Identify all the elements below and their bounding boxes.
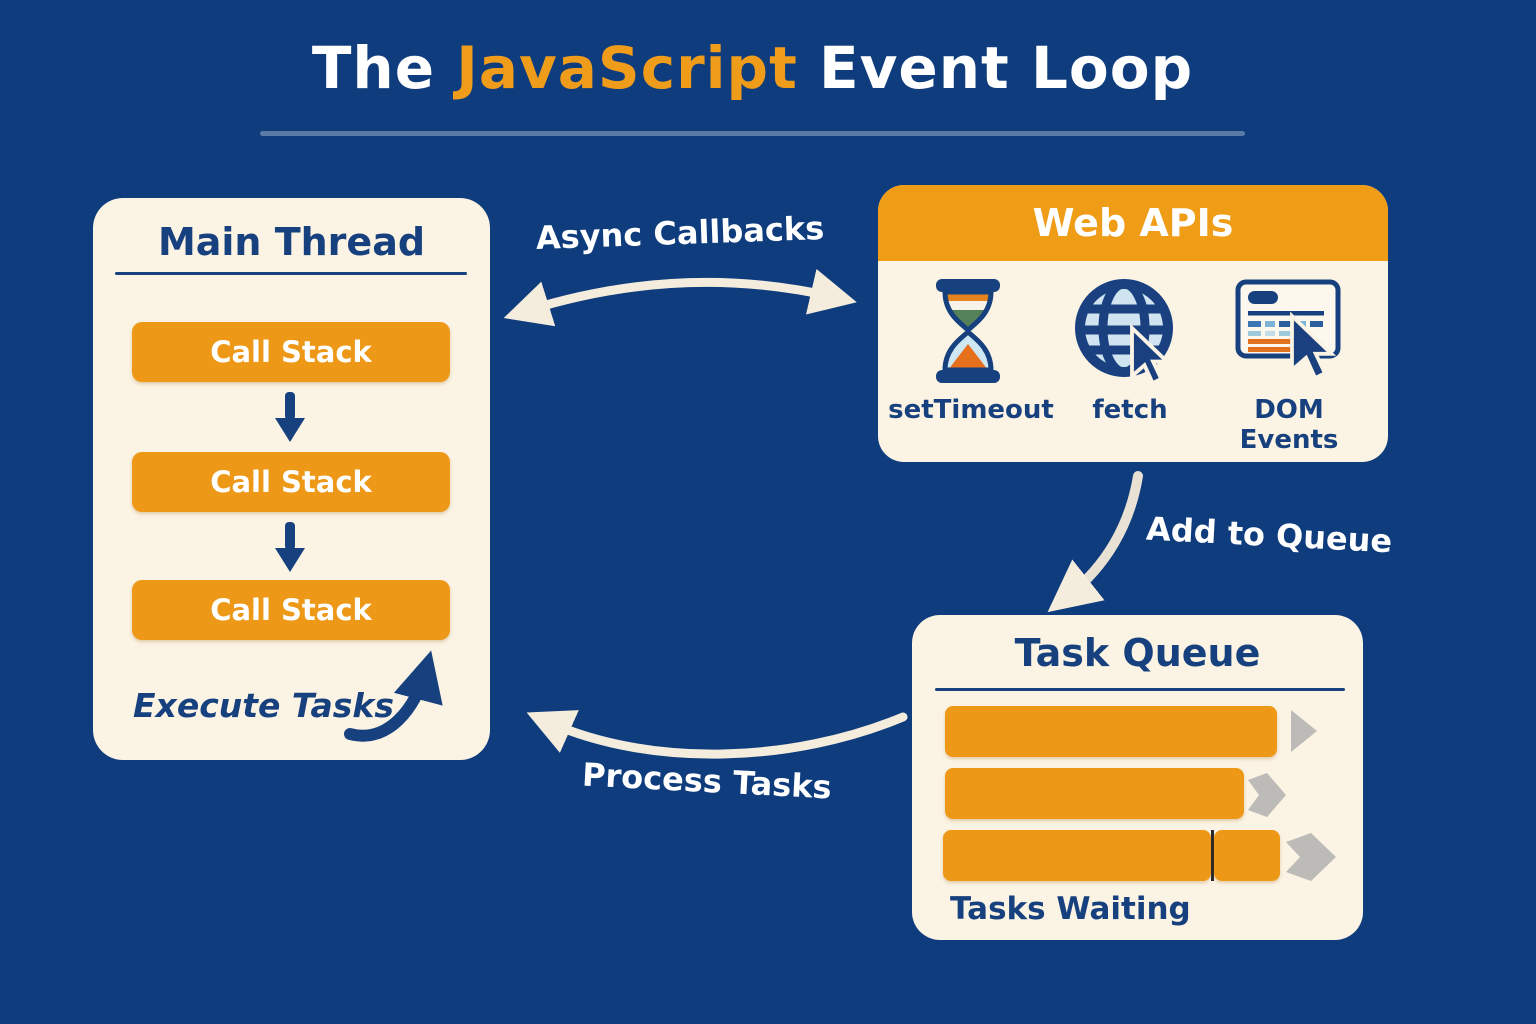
queue-arrow-icon xyxy=(1248,773,1286,817)
tasks-waiting-caption: Tasks Waiting xyxy=(950,891,1191,927)
title-pre: The xyxy=(311,34,457,102)
globe-cursor-icon xyxy=(1075,279,1173,386)
dom-events-label: DOM Events xyxy=(1239,395,1339,455)
process-tasks-label: Process Tasks xyxy=(581,755,833,807)
page-title: The JavaScript Event Loop xyxy=(250,34,1255,102)
call-stack-box: Call Stack xyxy=(132,452,450,512)
task-bar xyxy=(943,830,1211,881)
process-tasks-arrow xyxy=(526,710,908,759)
task-queue-title: Task Queue xyxy=(1014,631,1261,675)
execute-tasks-arrow-icon xyxy=(344,650,443,742)
call-stack-box: Call Stack xyxy=(132,322,450,382)
task-queue-panel: Task Queue Tasks Waiting xyxy=(912,615,1363,940)
hourglass-icon xyxy=(936,279,1000,383)
async-callbacks-arrow xyxy=(503,268,857,327)
main-thread-rule xyxy=(115,272,467,275)
settimeout-label: setTimeout xyxy=(888,395,1054,425)
document-cursor-icon xyxy=(1235,279,1341,378)
call-stack-box: Call Stack xyxy=(132,580,450,640)
task-bar-divider xyxy=(1211,830,1214,881)
title-highlight: JavaScript xyxy=(456,34,798,102)
fetch-label: fetch xyxy=(1092,395,1168,425)
queue-arrow-icon xyxy=(1291,710,1317,752)
main-thread-panel: Main Thread Call Stack Call Stack Call S… xyxy=(93,198,490,760)
down-arrow-icon xyxy=(275,522,305,572)
queue-arrow-icon xyxy=(1286,833,1336,881)
execute-tasks-caption: Execute Tasks xyxy=(133,686,395,725)
add-to-queue-label: Add to Queue xyxy=(1145,509,1394,561)
async-callbacks-label: Async Callbacks xyxy=(535,208,825,258)
task-queue-rule xyxy=(935,688,1345,691)
main-thread-title: Main Thread xyxy=(157,220,426,264)
web-apis-header: Web APIs xyxy=(878,185,1388,261)
task-bar-segment xyxy=(1214,830,1280,881)
down-arrow-icon xyxy=(275,392,305,442)
add-to-queue-arrow xyxy=(1047,471,1143,613)
task-bar xyxy=(945,768,1244,819)
web-apis-panel: Web APIs xyxy=(878,185,1388,462)
task-bar xyxy=(945,706,1277,757)
title-post: Event Loop xyxy=(797,34,1194,102)
title-underline xyxy=(260,131,1245,136)
